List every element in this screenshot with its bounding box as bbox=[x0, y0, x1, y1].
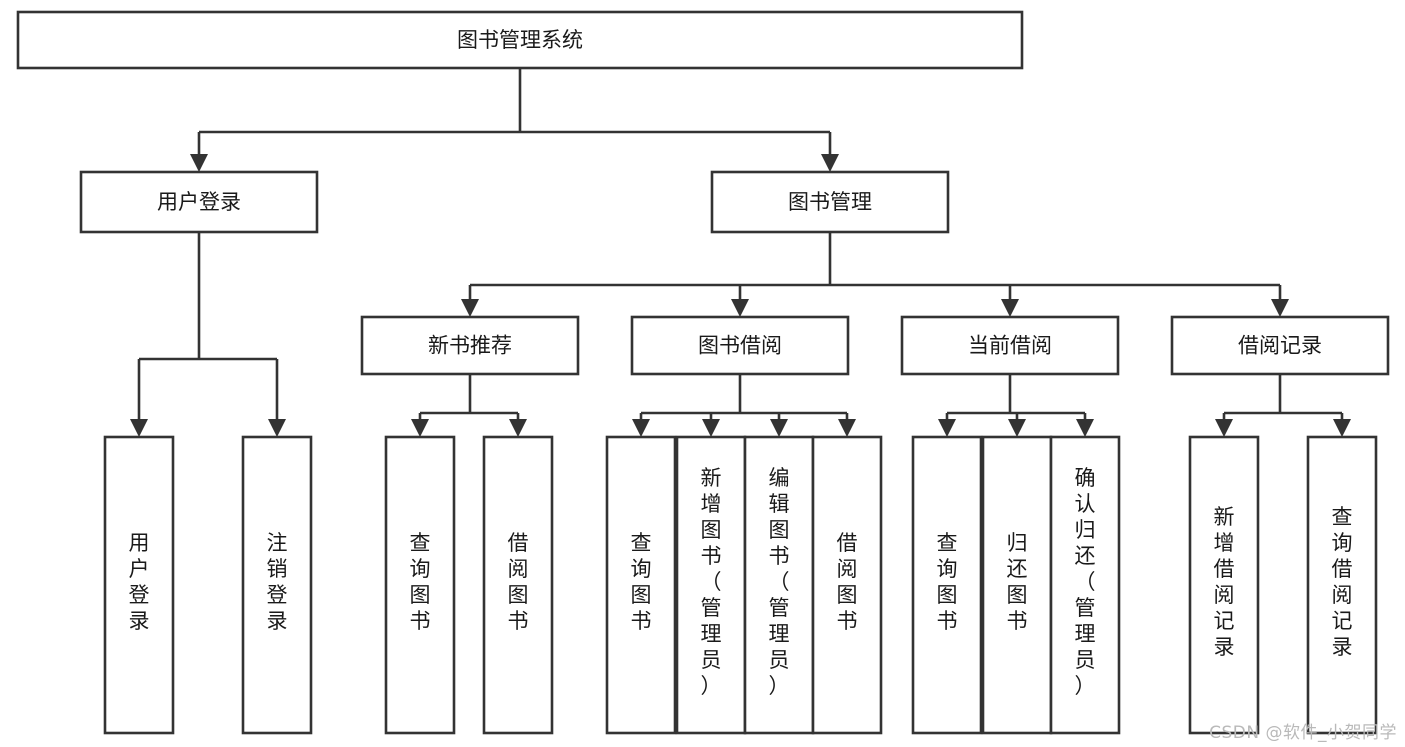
arrow-head-borrow-record bbox=[1271, 299, 1289, 317]
node-root[interactable]: 图书管理系统 bbox=[16, 10, 1024, 70]
arrow-head-book-borrow bbox=[731, 299, 749, 317]
node-box-leaf-borrow-query bbox=[605, 435, 677, 735]
node-label-leaf-borrow-add: 新增图书（管理员） bbox=[701, 466, 722, 698]
node-label-root: 图书管理系统 bbox=[457, 28, 583, 52]
node-box-root bbox=[16, 10, 1024, 70]
arrow-head-leaf-borrow-query bbox=[632, 419, 650, 437]
node-label-leaf-rec-borrow: 借阅图书 bbox=[508, 531, 529, 633]
node-label-leaf-rec-query2: 查询借阅记录 bbox=[1332, 505, 1353, 659]
node-current-borrow[interactable]: 当前借阅 bbox=[900, 315, 1120, 376]
arrow-head-new-book-rec bbox=[461, 299, 479, 317]
arrow-head-leaf-cur-query bbox=[938, 419, 956, 437]
node-label-leaf-rec-add: 新增借阅记录 bbox=[1214, 505, 1235, 659]
node-leaf-rec-query2[interactable]: 查询借阅记录 bbox=[1306, 435, 1378, 735]
node-box-user-login bbox=[79, 170, 319, 234]
arrow-head-leaf-rec-query2 bbox=[1333, 419, 1351, 437]
arrow-head-leaf-borrow-edit bbox=[770, 419, 788, 437]
node-leaf-borrow-edit[interactable]: 编辑图书（管理员） bbox=[743, 435, 815, 735]
node-new-book-rec[interactable]: 新书推荐 bbox=[360, 315, 580, 376]
arrow-head-leaf-rec-query bbox=[411, 419, 429, 437]
arrow-head-leaf-user-logout bbox=[268, 419, 286, 437]
node-label-leaf-cur-query: 查询图书 bbox=[937, 531, 958, 633]
node-box-leaf-cur-confirm bbox=[1049, 435, 1121, 735]
node-leaf-rec-add[interactable]: 新增借阅记录 bbox=[1188, 435, 1260, 735]
node-box-leaf-borrow-add bbox=[675, 435, 747, 735]
edge-group-current-borrow bbox=[938, 374, 1094, 437]
arrow-head-leaf-rec-borrow bbox=[509, 419, 527, 437]
node-leaf-cur-query[interactable]: 查询图书 bbox=[911, 435, 983, 735]
node-box-book-borrow bbox=[630, 315, 850, 376]
node-box-leaf-user-logout bbox=[241, 435, 313, 735]
node-leaf-cur-confirm[interactable]: 确认归还（管理员） bbox=[1049, 435, 1121, 735]
node-box-leaf-borrow-lend bbox=[811, 435, 883, 735]
edge-group-user-login bbox=[130, 232, 286, 437]
edge-group-new-book-rec bbox=[411, 374, 527, 437]
node-box-leaf-rec-borrow bbox=[482, 435, 554, 735]
node-user-login[interactable]: 用户登录 bbox=[79, 170, 319, 234]
arrow-head-book-manage bbox=[821, 154, 839, 172]
node-box-leaf-cur-query bbox=[911, 435, 983, 735]
node-label-leaf-user-logout: 注销登录 bbox=[267, 531, 288, 633]
node-label-borrow-record: 借阅记录 bbox=[1238, 334, 1322, 358]
edge-group-book-borrow bbox=[632, 374, 856, 437]
arrow-head-leaf-rec-add bbox=[1215, 419, 1233, 437]
arrow-head-leaf-cur-return bbox=[1008, 419, 1026, 437]
node-leaf-borrow-query[interactable]: 查询图书 bbox=[605, 435, 677, 735]
node-leaf-cur-return[interactable]: 归还图书 bbox=[981, 435, 1053, 735]
node-label-leaf-user-login: 用户登录 bbox=[129, 531, 150, 633]
node-leaf-borrow-add[interactable]: 新增图书（管理员） bbox=[675, 435, 747, 735]
node-leaf-rec-query[interactable]: 查询图书 bbox=[384, 435, 456, 735]
edge-group-book-manage bbox=[461, 232, 1289, 317]
node-box-leaf-rec-query bbox=[384, 435, 456, 735]
node-box-borrow-record bbox=[1170, 315, 1390, 376]
node-book-borrow[interactable]: 图书借阅 bbox=[630, 315, 850, 376]
node-leaf-user-logout[interactable]: 注销登录 bbox=[241, 435, 313, 735]
node-label-leaf-borrow-lend: 借阅图书 bbox=[837, 531, 858, 633]
node-label-leaf-rec-query: 查询图书 bbox=[410, 531, 431, 633]
node-borrow-record[interactable]: 借阅记录 bbox=[1170, 315, 1390, 376]
arrow-head-leaf-user-login bbox=[130, 419, 148, 437]
node-label-leaf-cur-confirm: 确认归还（管理员） bbox=[1075, 466, 1096, 698]
node-label-user-login: 用户登录 bbox=[157, 190, 241, 214]
node-box-leaf-user-login bbox=[103, 435, 175, 735]
arrow-head-current-borrow bbox=[1001, 299, 1019, 317]
node-book-manage[interactable]: 图书管理 bbox=[710, 170, 950, 234]
arrow-head-leaf-cur-confirm bbox=[1076, 419, 1094, 437]
node-box-book-manage bbox=[710, 170, 950, 234]
edge-group-borrow-record bbox=[1215, 374, 1351, 437]
edge-group-root bbox=[190, 68, 839, 172]
node-label-leaf-cur-return: 归还图书 bbox=[1007, 531, 1028, 633]
node-leaf-borrow-lend[interactable]: 借阅图书 bbox=[811, 435, 883, 735]
arrow-head-leaf-borrow-lend bbox=[838, 419, 856, 437]
node-box-leaf-rec-add bbox=[1188, 435, 1260, 735]
node-box-leaf-borrow-edit bbox=[743, 435, 815, 735]
node-leaf-user-login[interactable]: 用户登录 bbox=[103, 435, 175, 735]
node-box-leaf-rec-query2 bbox=[1306, 435, 1378, 735]
node-label-leaf-borrow-edit: 编辑图书（管理员） bbox=[769, 466, 790, 698]
node-label-leaf-borrow-query: 查询图书 bbox=[631, 531, 652, 633]
watermark-label: CSDN @软件_小贺同学 bbox=[1209, 723, 1397, 743]
arrow-head-leaf-borrow-add bbox=[702, 419, 720, 437]
node-label-book-borrow: 图书借阅 bbox=[698, 334, 782, 358]
node-label-book-manage: 图书管理 bbox=[788, 190, 872, 214]
node-box-current-borrow bbox=[900, 315, 1120, 376]
arrow-head-user-login bbox=[190, 154, 208, 172]
connector-layer bbox=[130, 68, 1351, 437]
node-label-current-borrow: 当前借阅 bbox=[968, 334, 1052, 358]
node-box-new-book-rec bbox=[360, 315, 580, 376]
node-label-new-book-rec: 新书推荐 bbox=[428, 334, 512, 358]
node-leaf-rec-borrow[interactable]: 借阅图书 bbox=[482, 435, 554, 735]
node-layer: 图书管理系统用户登录图书管理新书推荐图书借阅当前借阅借阅记录用户登录注销登录查询… bbox=[16, 10, 1390, 735]
